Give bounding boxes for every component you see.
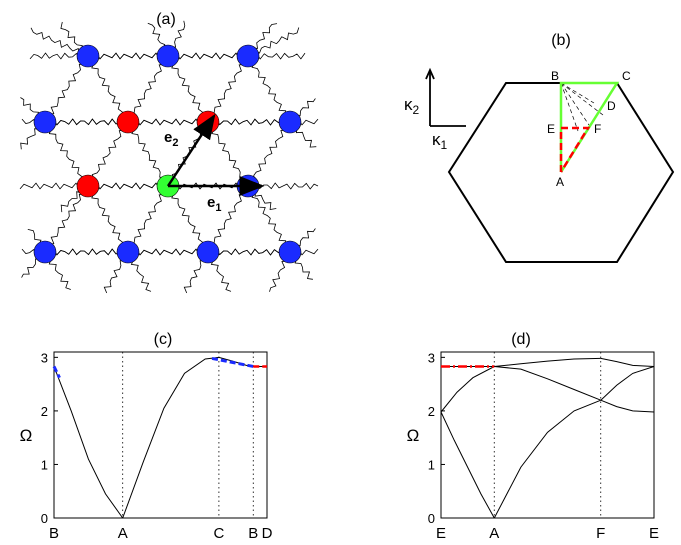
spring [167,55,211,121]
panel-d: (d) 0 1 2 3E A F E Ω [407,331,659,542]
spring-boundary [19,182,89,190]
panel-a-label: (a) [156,11,176,28]
point-F-label: F [594,122,601,136]
lattice-node-red [116,110,140,134]
spring [44,118,129,126]
lattice-node-red [76,174,100,198]
lattice-node-blue [33,240,57,264]
spring [87,121,129,187]
blue-band-segment [52,365,61,379]
y-tick-label: 0 [41,511,48,526]
y-tick-label: 0 [428,511,435,526]
panel-c-label: (c) [154,331,173,348]
y-tick-label: 3 [41,350,48,365]
point-D-label: D [607,99,616,113]
lattice-node-blue [156,44,180,68]
dispersion-branch [53,366,124,519]
kappa2-arrow-icon [425,67,435,80]
x-tick-label: A [489,525,499,542]
spring [127,121,169,186]
dispersion-branch [440,411,495,519]
spring [247,55,293,121]
spring [247,185,293,251]
x-tick-label: B [49,525,59,542]
lattice-node-blue [196,240,220,264]
kappa1-label: κ1 [432,130,448,152]
spring [167,52,249,60]
spring [46,55,89,124]
point-A-label: A [556,175,564,189]
lattice-node-blue [278,110,302,134]
lattice-node-blue [116,240,140,264]
spring [207,121,249,186]
x-tick-label: E [436,525,446,542]
y-tick-label: 3 [428,350,435,365]
blue-band-segment [211,356,254,368]
spring [87,185,131,251]
lattice-node-blue [76,44,100,68]
spring [127,185,169,254]
spring [207,118,291,126]
x-tick-label: D [262,525,273,542]
x-tick-label: A [118,525,128,542]
vector-e2-label: e2 [164,129,178,149]
dispersion-branch [600,357,655,367]
spring [127,118,209,126]
dispersion-branch [494,366,601,401]
chart-d-plot: 0 1 2 3E A F E Ω [407,350,659,542]
spring [247,121,291,188]
point-C-label: C [622,69,631,83]
lattice-node-red [196,110,220,134]
y-tick-label: 2 [41,404,48,419]
vector-e2-arrow [166,113,216,187]
x-tick-label: B [248,525,258,542]
axes-kappa: κ2 κ1 [404,67,466,152]
x-tick-label: C [213,525,224,542]
x-tick-label: E [649,525,659,542]
spring [44,248,129,256]
dispersion-branch [494,357,601,367]
kappa2-label: κ2 [404,95,420,117]
y-tick-label: 2 [428,404,435,419]
lattice-node-blue [33,110,57,134]
dispersion-branch [600,366,655,401]
spring [207,248,291,256]
point-B-label: B [551,69,559,83]
y-tick-label: 1 [428,457,435,472]
lattice-node-blue [236,44,260,68]
dispersion-branch [122,356,219,519]
panel-a: (a) e1 e2 [19,11,319,294]
spring [44,121,91,185]
chart-c-frame [53,351,268,519]
spring [87,52,169,60]
vector-e1-label: e1 [207,194,221,214]
dispersion-branch [600,399,655,413]
spring [127,248,209,256]
dashed-rays [560,82,604,132]
spring [167,185,211,251]
spring [46,185,89,254]
point-E-label: E [547,122,555,136]
y-axis-label: Ω [20,426,33,445]
panel-b-label: (b) [551,32,571,49]
path-e-a-f-red [559,126,591,173]
spring [207,55,249,124]
spring [87,55,131,121]
x-tick-label: F [596,525,605,542]
panel-b: (b) κ2 κ1 B C D E F A [404,32,675,263]
spring [127,55,169,124]
y-axis-label: Ω [407,426,420,445]
y-tick-label: 1 [41,457,48,472]
chart-d-frame [440,351,655,519]
spring [87,182,169,190]
dispersion-branch [440,366,495,413]
panel-d-label: (d) [511,331,531,348]
lattice-node-blue [278,240,302,264]
dispersion-branch [493,399,601,519]
